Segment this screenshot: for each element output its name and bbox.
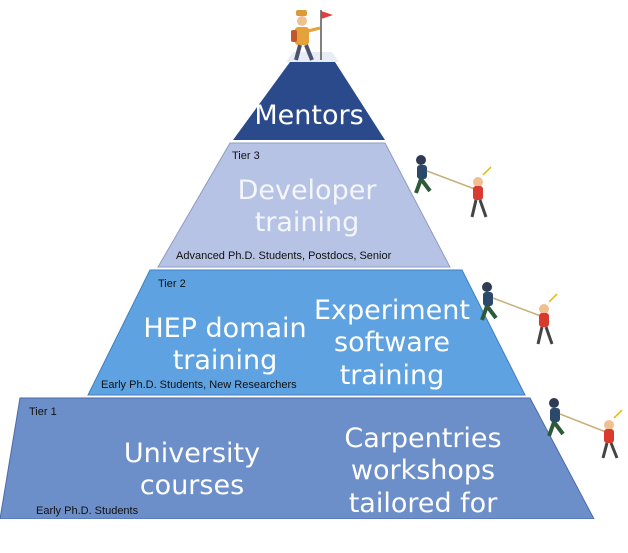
mentors-label: Mentors <box>254 100 364 131</box>
tier3-band <box>157 142 451 268</box>
tier3-label: Tier 3 <box>232 150 260 162</box>
carpentries-workshops-title: Carpentries workshops tailored for HEP <box>344 423 502 552</box>
tug-of-war-icon <box>414 155 492 218</box>
tier1-audience: Early Ph.D. Students <box>36 505 139 517</box>
pyramid-shape <box>0 10 623 519</box>
mentors-band <box>233 62 385 140</box>
tier1-band <box>0 397 595 519</box>
tug-of-war-icon <box>480 282 558 345</box>
tier1-label: Tier 1 <box>29 406 57 418</box>
tier2-audience: Early Ph.D. Students, New Researchers <box>101 379 297 391</box>
hep-domain-training-title: HEP domain training <box>143 313 307 377</box>
developer-training-title: Developer training <box>237 175 377 239</box>
tier2-band <box>87 269 526 396</box>
pyramid-diagram: Mentors Tier 3 Developer training Advanc… <box>0 10 623 519</box>
flag-icon <box>321 11 333 19</box>
experiment-software-training-title: Experiment software training <box>313 295 470 391</box>
summit-climber-icon <box>291 10 333 61</box>
tier3-audience: Advanced Ph.D. Students, Postdocs, Senio… <box>176 250 392 262</box>
tier2-label: Tier 2 <box>158 278 186 290</box>
tug-of-war-icon <box>547 398 623 459</box>
university-courses-title: University courses <box>123 438 261 502</box>
